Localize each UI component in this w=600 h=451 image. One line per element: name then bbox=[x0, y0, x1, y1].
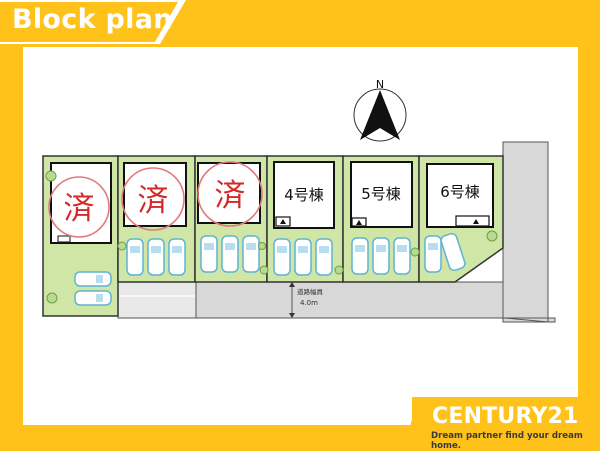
car-icon bbox=[393, 237, 411, 275]
title-banner bbox=[0, 0, 186, 44]
brand-logo: CENTURY21 bbox=[432, 404, 579, 429]
car-icon bbox=[74, 271, 112, 287]
road bbox=[117, 141, 556, 323]
car-icon bbox=[273, 238, 291, 276]
car-icon bbox=[74, 290, 112, 306]
compass-label: N bbox=[376, 78, 384, 91]
car-icon bbox=[168, 238, 186, 276]
road-width-marker: 道路幅員 4.0m bbox=[289, 282, 324, 318]
car-icon bbox=[351, 237, 369, 275]
car-icon bbox=[126, 238, 144, 276]
car-icon bbox=[147, 238, 165, 276]
car-icon bbox=[372, 237, 390, 275]
lot-1-sold-mark: 済 bbox=[64, 191, 95, 227]
page-title: Block plan bbox=[12, 4, 173, 35]
car-icon bbox=[242, 235, 260, 273]
parking-cars bbox=[74, 232, 466, 306]
sold-stamps bbox=[48, 161, 263, 238]
car-icon bbox=[221, 235, 239, 273]
car-icon bbox=[424, 235, 442, 273]
car-icon bbox=[440, 232, 466, 272]
tree-icons bbox=[45, 170, 498, 304]
lot-6-label: 6号棟 bbox=[440, 183, 480, 201]
lot-4-label: 4号棟 bbox=[284, 186, 324, 204]
car-icon bbox=[315, 238, 333, 276]
car-icon bbox=[294, 238, 312, 276]
north-arrow-icon: N bbox=[353, 78, 407, 142]
lot-2-sold-mark: 済 bbox=[138, 183, 169, 219]
brand-tagline: Dream partner find your dream home. bbox=[431, 431, 583, 451]
logo-panel bbox=[412, 397, 600, 449]
lot-3-sold-mark: 済 bbox=[215, 178, 246, 214]
car-icon bbox=[200, 235, 218, 273]
lot-5-label: 5号棟 bbox=[361, 185, 401, 203]
road-width-value: 4.0m bbox=[300, 299, 318, 307]
road-width-label: 道路幅員 bbox=[297, 287, 324, 296]
